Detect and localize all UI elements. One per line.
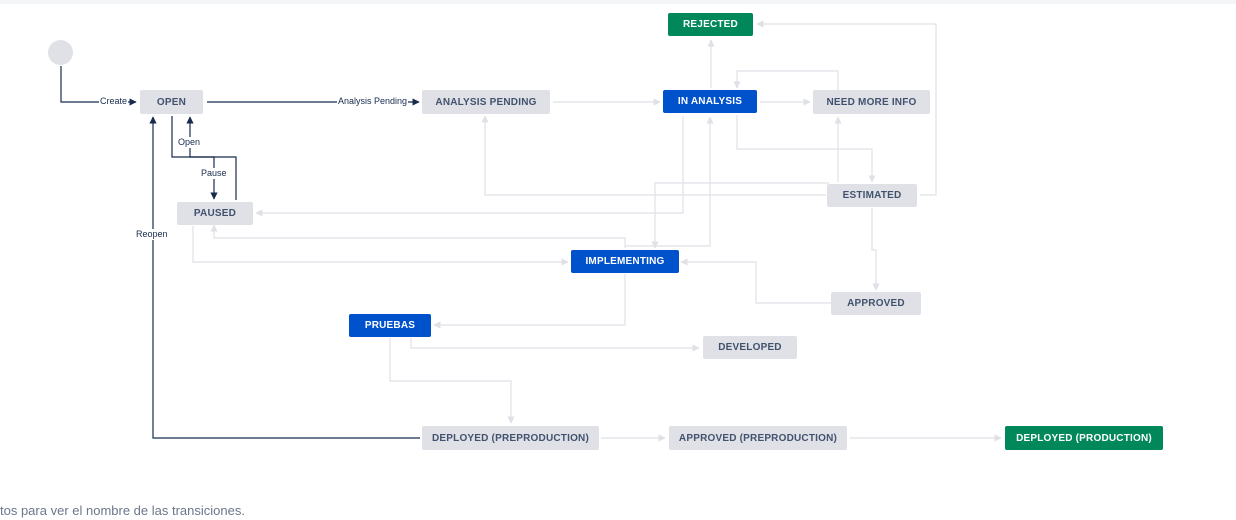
status-approved-preproduction[interactable]: APPROVED (PREPRODUCTION) [669, 426, 847, 450]
connector-in-analysis-to-paused [255, 116, 684, 217]
status-estimated[interactable]: ESTIMATED [827, 184, 917, 207]
status-deployed-preproduction[interactable]: DEPLOYED (PREPRODUCTION) [422, 426, 599, 450]
status-need-more-info[interactable]: NEED MORE INFO [813, 90, 930, 114]
connector-estimated-to-analysis-pending [481, 115, 826, 196]
connector-implementing-to-in-analysis [625, 116, 714, 247]
transitions-hint-text: tos para ver el nombre de las transicion… [0, 503, 245, 518]
connector-estimated-to-approved [871, 208, 880, 291]
connector-pruebas-to-deployed-preproduction [389, 338, 515, 424]
connector-approved-to-implementing [680, 258, 832, 304]
status-pruebas[interactable]: PRUEBAS [349, 314, 431, 337]
connector-in-analysis-to-estimated [736, 115, 876, 183]
status-paused[interactable]: PAUSED [177, 202, 253, 225]
connector-estimated-to-rejected [756, 20, 937, 196]
status-analysis-pending[interactable]: ANALYSIS PENDING [422, 90, 550, 114]
status-open[interactable]: OPEN [140, 90, 203, 114]
connector-need-more-info-to-in-analysis [733, 70, 839, 90]
connector-pruebas-to-developed [410, 338, 700, 352]
connector-reopen [149, 116, 420, 439]
status-deployed-production[interactable]: DEPLOYED (PRODUCTION) [1005, 426, 1163, 450]
top-bar [0, 0, 1236, 4]
status-approved[interactable]: APPROVED [831, 292, 921, 315]
transition-label-create[interactable]: Create [99, 96, 129, 107]
connector-implementing-to-paused [210, 224, 626, 248]
status-implementing[interactable]: IMPLEMENTING [571, 250, 679, 273]
connector-estimated-to-implementing [651, 182, 829, 249]
transition-label-open[interactable]: Open [177, 137, 202, 148]
connector-implementing-to-pruebas [433, 274, 626, 329]
status-rejected[interactable]: REJECTED [668, 13, 753, 36]
status-in-analysis[interactable]: IN ANALYSIS [663, 90, 757, 113]
status-developed[interactable]: DEVELOPED [703, 336, 797, 359]
transition-label-pause[interactable]: Pause [200, 168, 228, 179]
connector-paused-to-implementing [192, 226, 569, 266]
connector-paused-to-open [186, 116, 237, 200]
transition-label-reopen[interactable]: Reopen [135, 229, 169, 240]
workflow-start-node[interactable] [48, 40, 73, 65]
transition-label-analysis-pending[interactable]: Analysis Pending [337, 96, 409, 107]
